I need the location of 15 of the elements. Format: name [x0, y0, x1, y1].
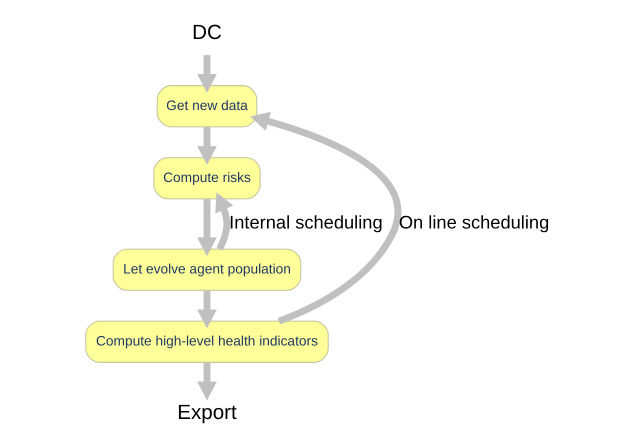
arrow [214, 192, 233, 250]
arrow [196, 126, 216, 164]
node-box: Let evolve agent population [112, 248, 301, 290]
arrow [196, 54, 216, 92]
arrow [196, 198, 216, 256]
node-text: Export [176, 400, 236, 424]
node-text: DC [192, 20, 222, 44]
node-box: Get new data [156, 84, 257, 127]
arrow [250, 111, 400, 324]
edge-label: Internal scheduling [228, 210, 382, 232]
arrow [196, 290, 216, 328]
edge-label: On line scheduling [398, 210, 549, 232]
node-box: Compute high-level health indicators [84, 320, 328, 362]
arrow [196, 362, 216, 400]
node-box: Compute risks [152, 156, 260, 199]
